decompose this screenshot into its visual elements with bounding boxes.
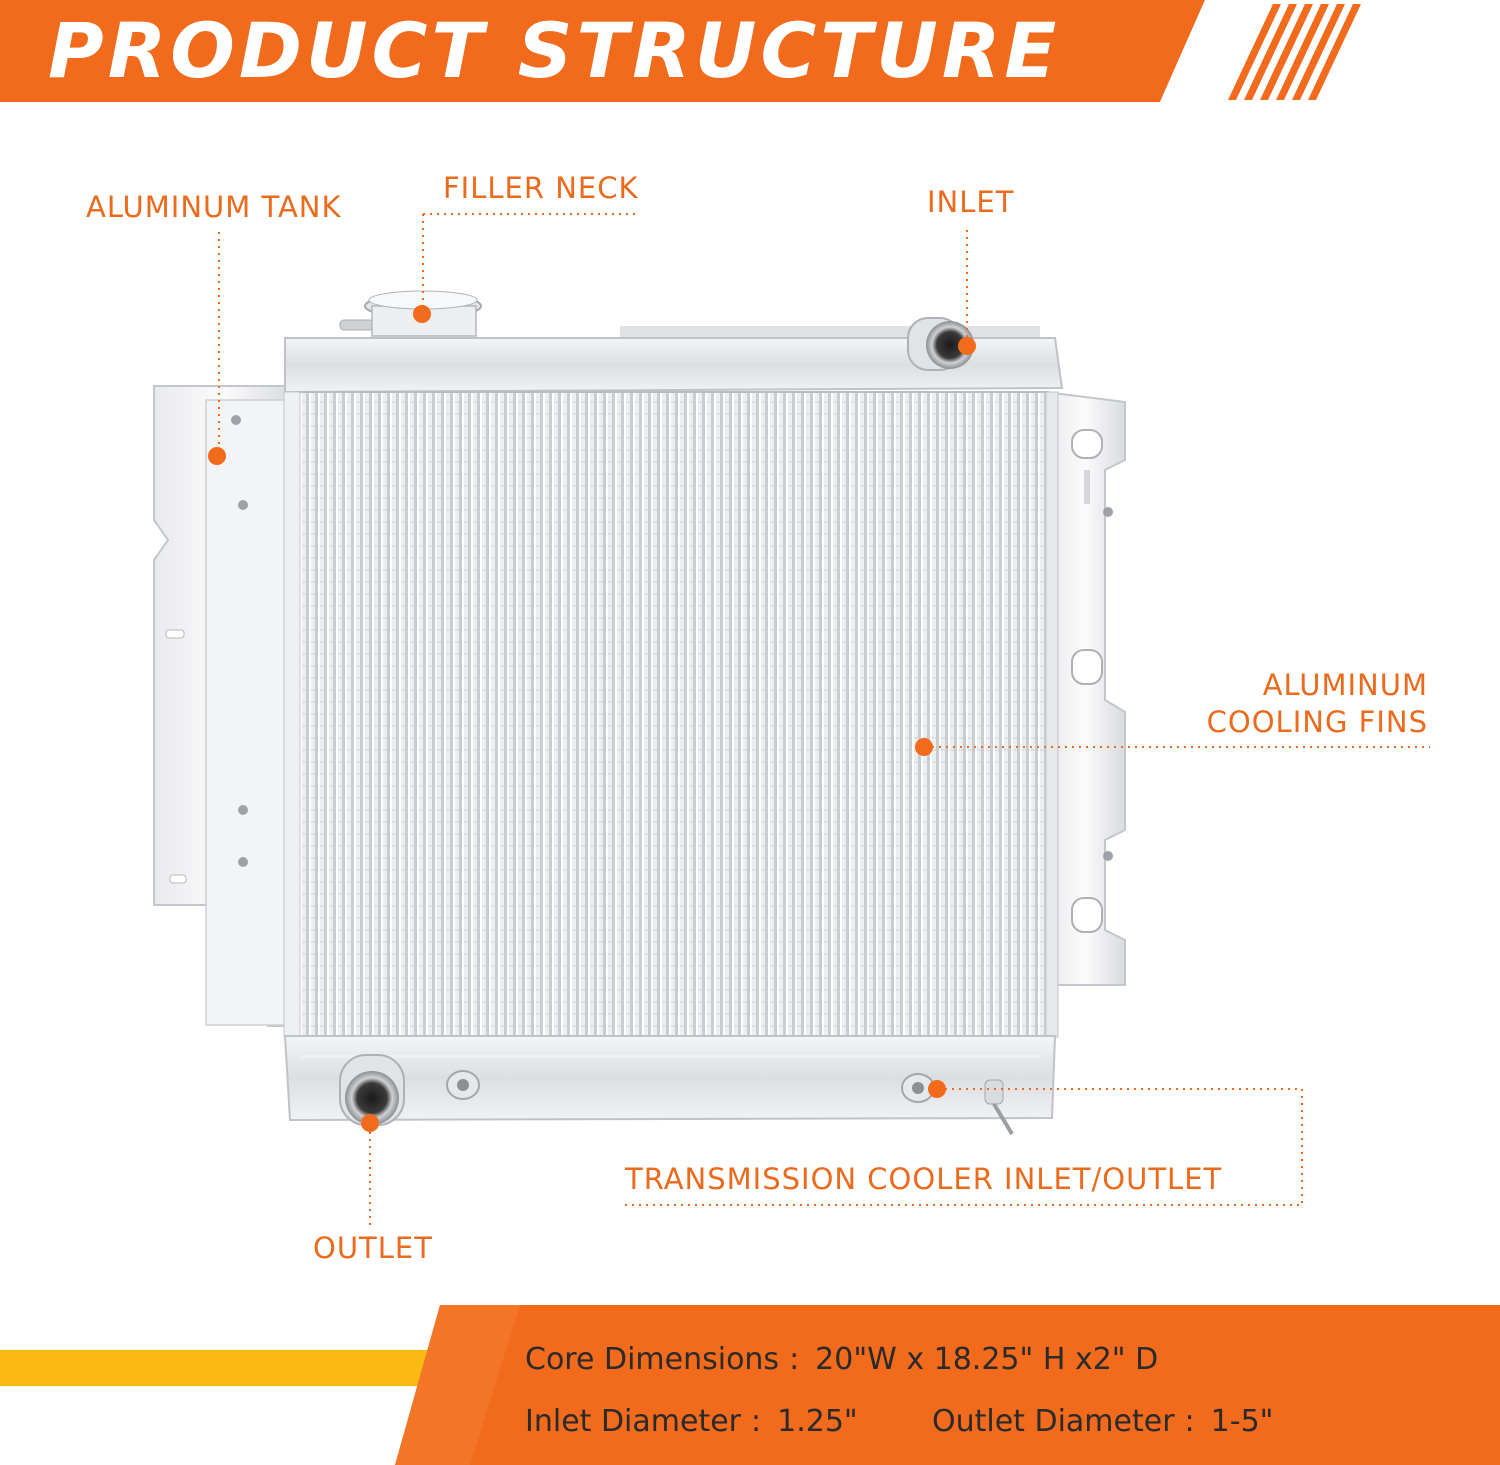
- page-title: PRODUCT STRUCTURE: [48, 6, 1061, 95]
- label-transmission-cooler: TRANSMISSION COOLER INLET/OUTLET: [625, 1162, 1223, 1196]
- label-cooling-fins-line1: ALUMINUM: [1262, 668, 1428, 702]
- bottom-tank: [283, 1035, 1057, 1122]
- radiator-diagram: [153, 213, 1430, 1228]
- spec-inlet-diameter-label: Inlet Diameter: [525, 1404, 742, 1439]
- right-bracket: [1044, 390, 1126, 986]
- header-banner: [0, 0, 1361, 102]
- spec-inlet-diameter: Inlet Diameter:1.25": [525, 1402, 858, 1442]
- spec-inlet-diameter-value: 1.25": [777, 1404, 858, 1439]
- label-outlet: OUTLET: [313, 1231, 433, 1265]
- inlet-part: [907, 317, 974, 371]
- label-cooling-fins-line2: COOLING FINS: [1206, 705, 1428, 739]
- cooling-fin-core: [283, 391, 1059, 1038]
- spec-outlet-diameter-sep: :: [1184, 1404, 1195, 1439]
- transmission-cooler-fittings: [446, 1070, 1014, 1136]
- spec-outlet-diameter: Outlet Diameter:1-5": [932, 1402, 1273, 1442]
- left-bracket: [153, 385, 293, 1027]
- banner-stripes: [1228, 4, 1361, 100]
- spec-core-dimensions-sep: :: [789, 1342, 800, 1377]
- label-filler-neck: FILLER NECK: [443, 171, 639, 205]
- callout-leaders: [218, 213, 1430, 1228]
- label-inlet: INLET: [927, 185, 1015, 219]
- outlet-part: [339, 1054, 405, 1126]
- spec-outlet-diameter-label: Outlet Diameter: [932, 1404, 1175, 1439]
- spec-outlet-diameter-value: 1-5": [1210, 1404, 1274, 1439]
- callout-markers: [208, 305, 976, 1132]
- spec-core-dimensions-value: 20"W x 18.25" H x2" D: [815, 1342, 1159, 1377]
- spec-inlet-diameter-sep: :: [751, 1404, 762, 1439]
- specs-band: [0, 1305, 1500, 1465]
- spec-core-dimensions: Core Dimensions:20"W x 18.25" H x2" D: [525, 1340, 1158, 1380]
- filler-neck-part: [339, 290, 482, 337]
- spec-core-dimensions-label: Core Dimensions: [525, 1342, 780, 1377]
- label-aluminum-tank: ALUMINUM TANK: [86, 190, 342, 224]
